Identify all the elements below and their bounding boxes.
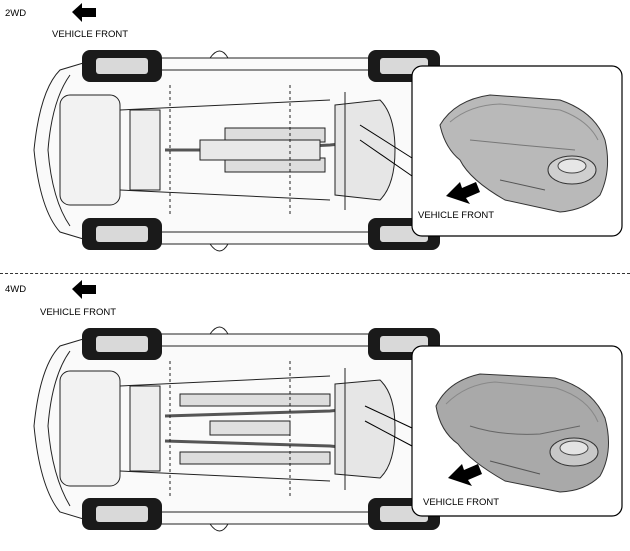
inset-label-4wd: VEHICLE FRONT [423, 497, 500, 508]
underbody-diagram-4wd [33, 280, 623, 532]
panel-2wd: 2WD VEHICLE FRONT [0, 0, 630, 272]
callout-leader [364, 405, 413, 447]
fuel-tank-inset-4wd [411, 345, 623, 517]
section-divider [0, 273, 630, 274]
front-label-2wd: VEHICLE FRONT [52, 29, 129, 40]
front-arrow-icon [72, 3, 96, 22]
panel-4wd: 4WD VEHICLE FRONT [0, 276, 630, 551]
front-label-4wd: VEHICLE FRONT [40, 307, 117, 318]
front-arrow-icon [72, 280, 96, 299]
inset-label-2wd: VEHICLE FRONT [418, 210, 495, 221]
callout-leader [359, 124, 413, 177]
vehicle-underbody [33, 326, 446, 532]
inset-arrow-icon [446, 182, 480, 204]
variant-label-2wd: 2WD [5, 8, 27, 19]
inset-arrow-icon [448, 464, 482, 486]
variant-label-4wd: 4WD [5, 284, 27, 295]
fuel-tank-inset-2wd [411, 65, 623, 237]
underbody-diagram-2wd [33, 3, 623, 252]
vehicle-underbody [33, 50, 446, 252]
